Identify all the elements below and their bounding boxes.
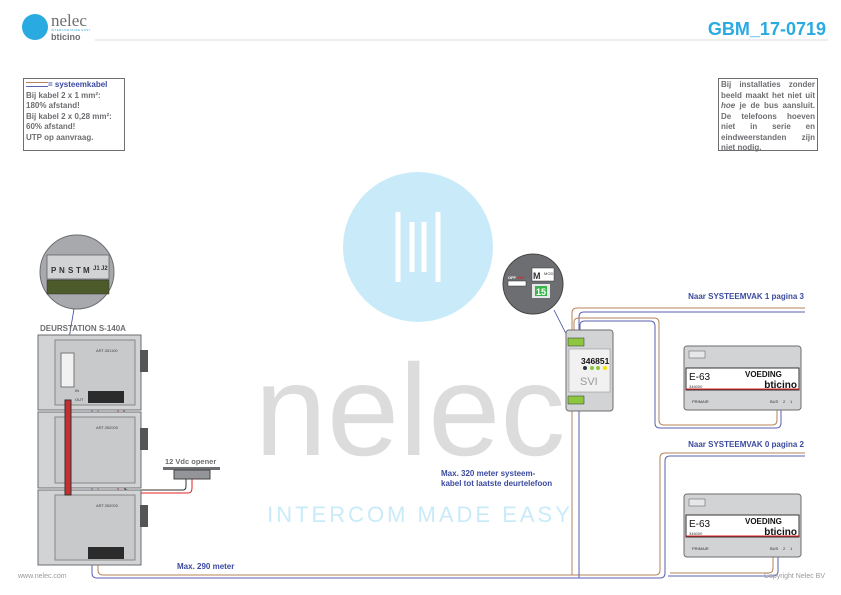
module-code: ART.351100 xyxy=(96,348,118,353)
max-320-line: kabel tot laatste deurtelefoon xyxy=(441,479,553,488)
info-text: je de bus aansluit. De telefoons hoeven … xyxy=(721,101,815,152)
max-320-note: Max. 320 meter systeem- kabel tot laatst… xyxy=(441,469,552,489)
info-note: Bij installaties zonder beeld maakt het … xyxy=(718,78,818,152)
legend-title: = systeemkabel xyxy=(48,80,108,89)
psu-code: 346000 xyxy=(689,384,703,389)
switch-on: ON xyxy=(518,275,524,280)
psu-brand: bticino xyxy=(764,380,797,391)
footer-website: www.nelec.com xyxy=(18,573,67,580)
cable-swatch xyxy=(26,82,48,88)
cable-legend-note: = systeemkabel Bij kabel 2 x 1 mm²: 180%… xyxy=(23,78,125,151)
max-290-note: Max. 290 meter xyxy=(177,562,235,571)
terminal-T: T xyxy=(76,266,81,275)
module-code: ART.352000 xyxy=(96,503,119,508)
opener-label: 12 Vdc opener xyxy=(165,457,216,466)
legend-line: Bij kabel 2 x 0,28 mm²: xyxy=(26,111,112,121)
psu-bus-1: 1 xyxy=(790,546,793,551)
document-code: GBM_17-0719 xyxy=(707,19,826,39)
psu-bus-1: 1 xyxy=(790,399,793,404)
psu-model: E-63 xyxy=(689,372,711,383)
watermark-brand: nelec xyxy=(255,337,566,483)
watermark-tagline: INTERCOM MADE EASY xyxy=(267,502,573,527)
power-supply-2 xyxy=(683,493,802,558)
mod-configurator xyxy=(531,267,555,282)
module-code: ART.352000 xyxy=(96,425,119,430)
switch-off: OFF xyxy=(508,275,517,280)
psu-model: E-63 xyxy=(689,519,711,530)
psu-primary: PRIMAIR xyxy=(692,399,709,404)
psu-primary: PRIMAIR xyxy=(692,546,709,551)
port-in: IN xyxy=(75,388,79,393)
info-text: Bij installaties zonder beeld maakt het … xyxy=(721,80,815,100)
terminal-J2: J2 xyxy=(101,266,108,272)
terminal-J1: J1 xyxy=(93,266,100,272)
max-320-line: Max. 320 meter systeem- xyxy=(441,469,536,478)
address-value: 15 xyxy=(536,287,546,297)
power-supply-1 xyxy=(683,345,802,411)
legend-line: 60% afstand! xyxy=(26,122,76,131)
svi-interface xyxy=(565,329,614,412)
psu-bus-2: 2 xyxy=(783,399,786,404)
psu-name: VOEDING xyxy=(745,370,782,379)
terminal-P: P xyxy=(51,266,57,275)
to-systeemvak-0: Naar SYSTEEMVAK 0 pagina 2 xyxy=(688,440,804,449)
opener-body xyxy=(173,469,211,480)
psu-name: VOEDING xyxy=(745,517,782,526)
psu-bus: BUS xyxy=(770,546,779,551)
psu-code: 346000 xyxy=(689,531,703,536)
mod-label: MOD xyxy=(544,271,553,276)
watermark-logo-icon xyxy=(395,212,441,282)
brand-tagline: INTERCOM MADE EASY xyxy=(51,28,91,32)
terminal-S: S xyxy=(68,266,74,275)
watermark-circle xyxy=(343,172,493,322)
door-station-label: DEURSTATION S-140A xyxy=(40,324,126,333)
legend-line: Bij kabel 2 x 1 mm²: xyxy=(26,90,101,100)
terminal-connector xyxy=(46,279,110,295)
footer-copyright: Copyright Nelec BV xyxy=(763,573,825,580)
nelec-logo-icon xyxy=(22,14,48,40)
door-station xyxy=(37,334,148,566)
psu-bus-2: 2 xyxy=(783,546,786,551)
partner-logo: bticino xyxy=(51,32,81,42)
psu-brand: bticino xyxy=(764,527,797,538)
opener-plate xyxy=(163,467,220,470)
psu-bus: BUS xyxy=(770,399,779,404)
terminal-M: M xyxy=(83,266,90,275)
to-systeemvak-1: Naar SYSTEEMVAK 1 pagina 3 xyxy=(688,292,804,301)
terminal-N: N xyxy=(59,266,65,275)
legend-line: UTP op aanvraag. xyxy=(26,132,94,142)
info-emphasis: hoe xyxy=(721,101,736,110)
mod-letter: M xyxy=(533,271,541,281)
on-off-switch xyxy=(507,280,527,287)
terminal-block xyxy=(46,254,110,280)
interface-code: 346851 xyxy=(581,356,610,366)
port-out: OUT xyxy=(75,397,84,402)
legend-line: 180% afstand! xyxy=(26,101,80,110)
brand-name: nelec xyxy=(51,11,87,30)
interface-name: SVI xyxy=(580,376,598,388)
